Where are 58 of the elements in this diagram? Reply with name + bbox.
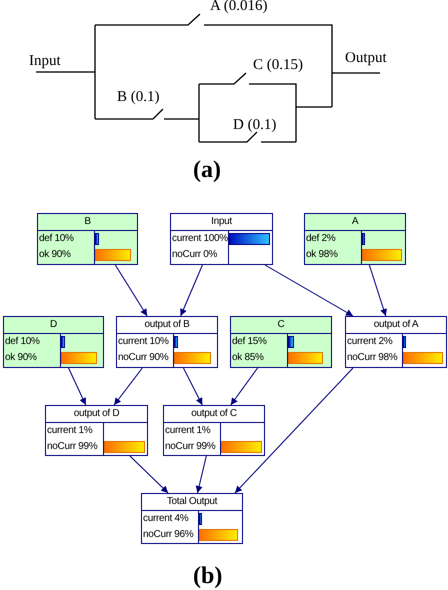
- network-node: [37, 213, 138, 265]
- node-title: A: [352, 216, 358, 227]
- network-node: [3, 316, 104, 368]
- arrow: [114, 264, 148, 316]
- arrow: [234, 368, 354, 494]
- node-title: output of B: [144, 319, 190, 330]
- node-title: Total Output: [166, 496, 218, 507]
- network-node: [304, 213, 406, 265]
- node-title: output of A: [374, 319, 418, 330]
- node-title: D: [50, 319, 57, 330]
- node-title: B: [84, 216, 91, 227]
- switch-label: C (0.15): [253, 57, 303, 73]
- network-node: [345, 316, 447, 368]
- state-probability: noCurr 0%: [172, 248, 218, 262]
- arrow: [129, 456, 169, 494]
- network-node: [141, 493, 243, 544]
- state-probability: def 15%: [232, 335, 267, 349]
- state-probability: current 100%: [172, 232, 228, 246]
- switch-label: D (0.1): [233, 117, 276, 133]
- state-probability: noCurr 99%: [47, 440, 98, 454]
- state-probability: ok 90%: [5, 351, 37, 365]
- arrow: [230, 368, 258, 406]
- switch-label: B (0.1): [117, 89, 160, 105]
- panel-label: (b): [193, 563, 222, 589]
- state-probability: current 1%: [165, 424, 210, 438]
- node-title: Input: [211, 216, 232, 227]
- network-node: [45, 405, 148, 456]
- state-probability: ok 85%: [232, 351, 264, 365]
- state-probability: current 2%: [347, 335, 392, 349]
- arrow: [196, 456, 207, 494]
- state-probability: current 1%: [47, 424, 92, 438]
- state-probability: ok 98%: [306, 248, 338, 262]
- state-probability: def 10%: [39, 232, 74, 246]
- arrow: [180, 264, 203, 316]
- network-node: [230, 316, 332, 368]
- node-title: output of C: [191, 408, 237, 419]
- state-probability: noCurr 99%: [165, 440, 216, 454]
- arrow: [114, 368, 143, 406]
- state-probability: current 10%: [118, 335, 169, 349]
- arrow: [68, 368, 86, 406]
- terminal-label: Input: [29, 53, 61, 69]
- network-node: [116, 316, 218, 368]
- network-node: [170, 213, 273, 265]
- state-probability: noCurr 98%: [347, 351, 398, 365]
- state-probability: def 10%: [5, 335, 40, 349]
- panel-label: (a): [193, 157, 221, 183]
- node-title: output of D: [74, 408, 120, 419]
- arrow: [182, 368, 203, 406]
- state-probability: noCurr 96%: [143, 528, 194, 542]
- network-node: [163, 405, 265, 456]
- state-probability: current 4%: [143, 512, 188, 526]
- node-title: C: [278, 319, 284, 330]
- state-probability: noCurr 90%: [118, 351, 168, 365]
- terminal-label: Output: [345, 50, 387, 66]
- state-probability: def 2%: [306, 232, 336, 246]
- arrow: [264, 264, 354, 316]
- arrow: [368, 264, 387, 316]
- state-probability: ok 90%: [39, 248, 71, 262]
